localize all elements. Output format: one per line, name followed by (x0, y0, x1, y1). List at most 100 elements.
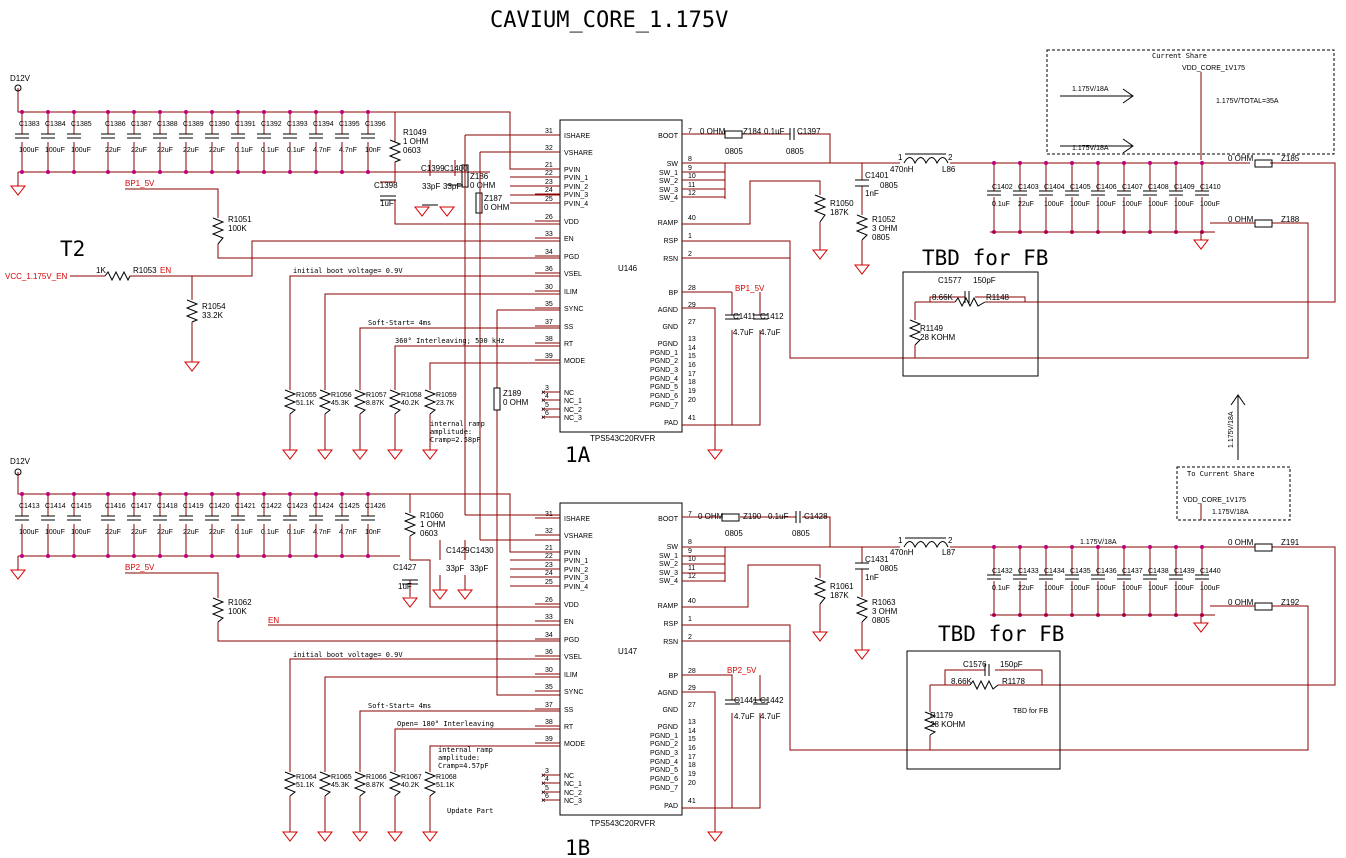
bp1-label: BP1_5V (125, 179, 155, 188)
pin-name: BP (669, 673, 679, 680)
res-value: 8.87K (366, 400, 385, 407)
cap-value: 4.7nF (313, 529, 331, 536)
svg-text:2: 2 (948, 153, 953, 162)
pin-number: 13 (688, 336, 696, 343)
svg-text:R1149: R1149 (920, 324, 944, 333)
r1049-ref: R1049 (403, 128, 427, 137)
label-t2: T2 (60, 237, 85, 261)
bottom-resistors-1: R105551.1KR105645.3KR10578.87KR105840.2K… (281, 275, 560, 460)
pin-name: SW_4 (659, 578, 678, 585)
svg-text:R1054: R1054 (202, 302, 226, 311)
u146-part: TPS543C20RVFR (590, 434, 655, 443)
pin-name: PGND_7 (650, 785, 678, 792)
pin-number: 11 (688, 565, 695, 572)
svg-text:0 OHM: 0 OHM (1228, 215, 1254, 224)
cap-ref: C1410 (1200, 184, 1221, 191)
svg-text:150pF: 150pF (1000, 660, 1023, 669)
cap-ref: C1436 (1096, 568, 1117, 575)
d12v-label-1: D12V (10, 74, 31, 83)
svg-text:3 OHM: 3 OHM (872, 607, 898, 616)
pin-name: ILIM (564, 289, 578, 296)
pin-name: PGND_3 (650, 367, 678, 374)
cap-ref: C1390 (209, 121, 230, 128)
pin-name: PGND_2 (650, 741, 678, 748)
pin-number: 6 (545, 410, 549, 417)
pin-number: 41 (688, 798, 696, 805)
share-label-4: 1.175V/18A (1080, 539, 1117, 546)
svg-text:1uF: 1uF (398, 582, 412, 591)
pin-number: 23 (545, 562, 553, 569)
pin-number: 11 (688, 182, 695, 189)
pin-number: 40 (688, 215, 696, 222)
cap-ref: C1425 (339, 503, 360, 510)
pin-name: NC_2 (564, 790, 582, 797)
pin-number: 32 (545, 145, 553, 152)
res-ref: R1055 (296, 392, 317, 399)
cap-value: 100uF (1044, 201, 1064, 208)
output-caps-2: C14320.1uFC143322uFC1434100uFC1435100uFC… (987, 545, 1221, 617)
svg-text:0805: 0805 (792, 529, 810, 538)
pin-number: 17 (688, 754, 696, 761)
vcc-en-label: VCC_1.175V_EN (5, 272, 67, 281)
svg-text:Z186: Z186 (470, 172, 489, 181)
svg-text:0805: 0805 (725, 147, 743, 156)
cap-ref: C1394 (313, 121, 334, 128)
cap-value: 100uF (19, 529, 39, 536)
svg-text:1: 1 (898, 536, 903, 545)
svg-text:C1400: C1400 (444, 164, 468, 173)
pin-number: 18 (688, 379, 696, 386)
cap-ref: C1414 (45, 503, 66, 510)
res-ref: R1064 (296, 774, 317, 781)
svg-text:C1442: C1442 (760, 696, 784, 705)
res-ref: R1057 (366, 392, 387, 399)
pin-number: 26 (545, 597, 553, 604)
pin-number: 13 (688, 719, 696, 726)
cap-value: 100uF (1148, 201, 1168, 208)
pin-number: 24 (545, 570, 553, 577)
cap-ref: C1407 (1122, 184, 1143, 191)
cap-ref: C1388 (157, 121, 178, 128)
pin-name: NC (564, 390, 574, 397)
pin-name: RT (564, 724, 574, 731)
u146-ref: U146 (618, 264, 638, 273)
cap-value: 22uF (1018, 585, 1034, 592)
res-value: 51.1K (436, 782, 455, 789)
note-update: Update Part (447, 807, 493, 815)
cap-value: 10nF (365, 529, 381, 536)
cap-ref: C1403 (1018, 184, 1039, 191)
u147-pins: 31ISHARE32VSHARE21PVIN22PVIN_123PVIN_224… (535, 511, 696, 810)
pin-number: 34 (545, 632, 553, 639)
pin-name: PVIN (564, 550, 580, 557)
bottom-resistors-2: R106451.1KR106545.3KR10668.87KR106740.2K… (281, 658, 560, 842)
cap-value: 100uF (71, 147, 91, 154)
cap-value: 22uF (183, 147, 199, 154)
svg-text:Z189: Z189 (503, 389, 522, 398)
pin-name: PGND_1 (650, 733, 678, 740)
pin-name: EN (564, 619, 574, 626)
svg-text:4.7uF: 4.7uF (760, 712, 781, 721)
pin-name: RT (564, 341, 574, 348)
note-boot-1: initial boot voltage= 0.9V (293, 267, 403, 275)
pin-name: GND (662, 707, 678, 714)
pin-number: 29 (688, 685, 696, 692)
pin-number: 19 (688, 771, 696, 778)
pin-name: SW_4 (659, 195, 678, 202)
tbd-fb-small: TBD for FB (1013, 708, 1048, 715)
share-label-5: 1.175V/18A (1212, 509, 1249, 516)
pin-number: 12 (688, 573, 696, 580)
cap-value: 100uF (1096, 585, 1116, 592)
cap-ref: C1438 (1148, 568, 1169, 575)
svg-text:4.7uF: 4.7uF (760, 328, 781, 337)
pin-number: 22 (545, 553, 553, 560)
sheet-title: CAVIUM_CORE_1.175V (490, 8, 728, 33)
note-rt-1: 360° Interleaving; 500 kHz (395, 337, 505, 345)
svg-text:150pF: 150pF (973, 276, 996, 285)
res-ref: R1068 (436, 774, 457, 781)
pin-name: SS (564, 324, 574, 331)
svg-text:1nF: 1nF (865, 573, 879, 582)
svg-text:0 OHM: 0 OHM (700, 127, 726, 136)
svg-text:C1401: C1401 (865, 171, 889, 180)
svg-text:amplitude:: amplitude: (438, 754, 480, 762)
pin-number: 18 (688, 762, 696, 769)
pin-number: 30 (545, 667, 553, 674)
